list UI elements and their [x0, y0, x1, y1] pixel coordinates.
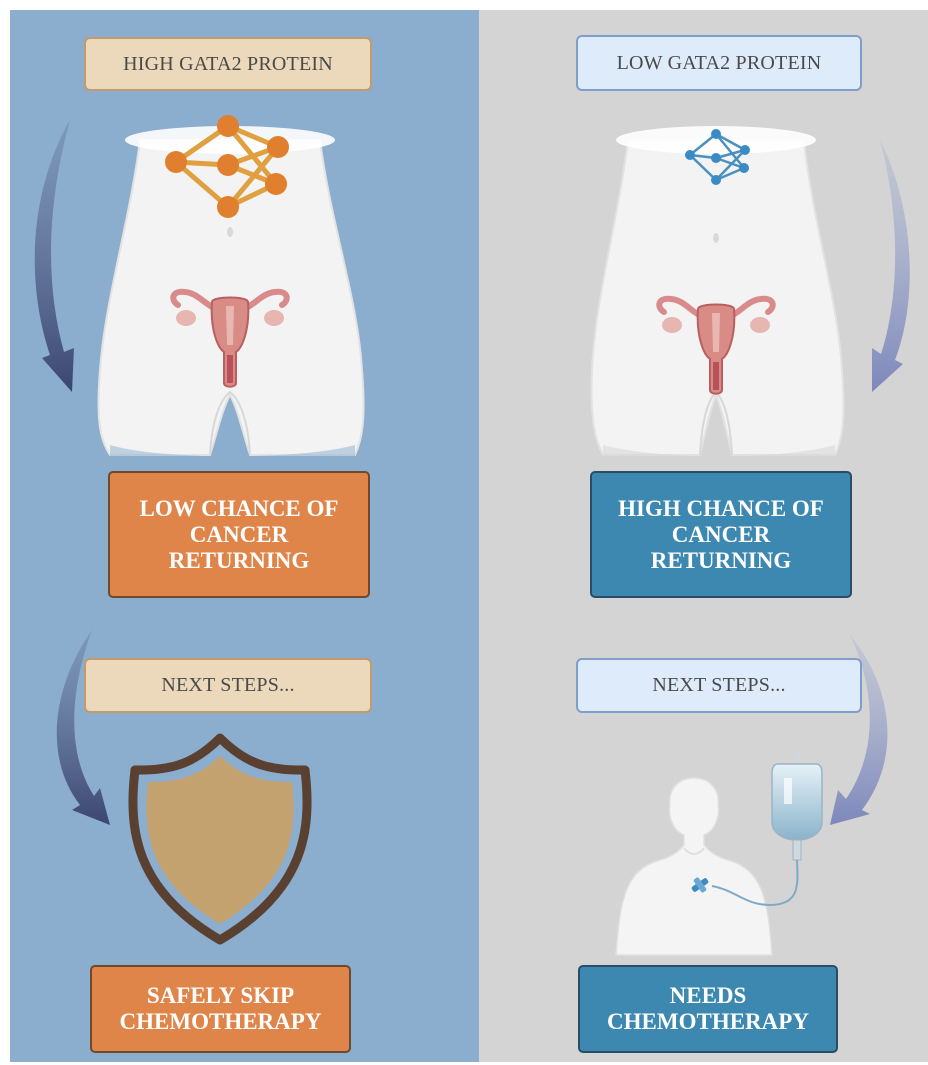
- network-icon: [165, 115, 289, 218]
- needs-chemo-text: NEEDS CHEMOTHERAPY: [607, 983, 809, 1034]
- low-chance-box: LOW CHANCE OF CANCER RETURNING: [108, 471, 370, 598]
- low-chance-text: LOW CHANCE OF CANCER RETURNING: [139, 495, 339, 573]
- shield-icon: [128, 733, 312, 945]
- skip-chemo-box: SAFELY SKIP CHEMOTHERAPY: [90, 965, 351, 1053]
- high-chance-box: HIGH CHANCE OF CANCER RETURNING: [590, 471, 852, 598]
- needs-chemo-box: NEEDS CHEMOTHERAPY: [578, 965, 838, 1053]
- low-gata2-label: LOW GATA2 PROTEIN: [576, 35, 862, 91]
- iv-bag-icon: [691, 752, 823, 907]
- patient-icon: [615, 777, 773, 956]
- curved-arrow-icon: [872, 140, 910, 392]
- right-next-steps-label: NEXT STEPS...: [576, 658, 862, 713]
- uterus-icon: [170, 288, 290, 388]
- right-torso-illustration: [590, 126, 845, 470]
- uterus-icon: [656, 295, 776, 395]
- low-gata2-label-text: LOW GATA2 PROTEIN: [616, 51, 822, 74]
- high-gata2-label: HIGH GATA2 PROTEIN: [84, 37, 372, 91]
- high-gata2-label-text: HIGH GATA2 PROTEIN: [123, 52, 333, 75]
- curved-arrow-icon: [56, 630, 110, 825]
- high-chance-text: HIGH CHANCE OF CANCER RETURNING: [618, 495, 824, 573]
- network-icon: [685, 129, 750, 185]
- left-next-steps-text: NEXT STEPS...: [161, 674, 295, 696]
- skip-chemo-text: SAFELY SKIP CHEMOTHERAPY: [119, 983, 322, 1034]
- right-next-steps-text: NEXT STEPS...: [652, 674, 786, 696]
- curved-arrow-icon: [34, 120, 74, 392]
- curved-arrow-icon: [830, 635, 888, 825]
- left-next-steps-label: NEXT STEPS...: [84, 658, 372, 713]
